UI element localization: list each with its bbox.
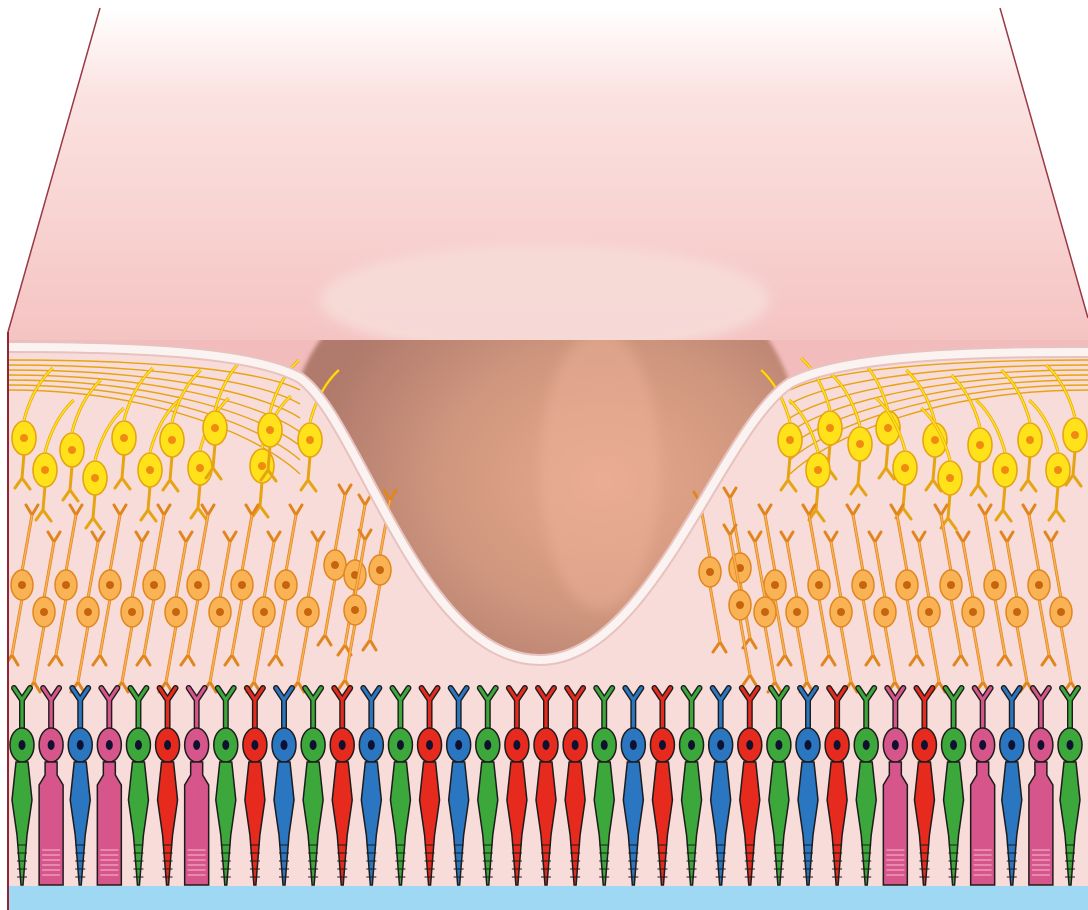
pigment-epithelium: [8, 886, 1088, 910]
retina-layers-front: [5, 262, 1088, 910]
pit-shine: [540, 330, 660, 610]
pit-rim-highlight: [320, 245, 770, 355]
retina-surface: [8, 8, 1088, 355]
epithelium-band: [8, 886, 1088, 910]
